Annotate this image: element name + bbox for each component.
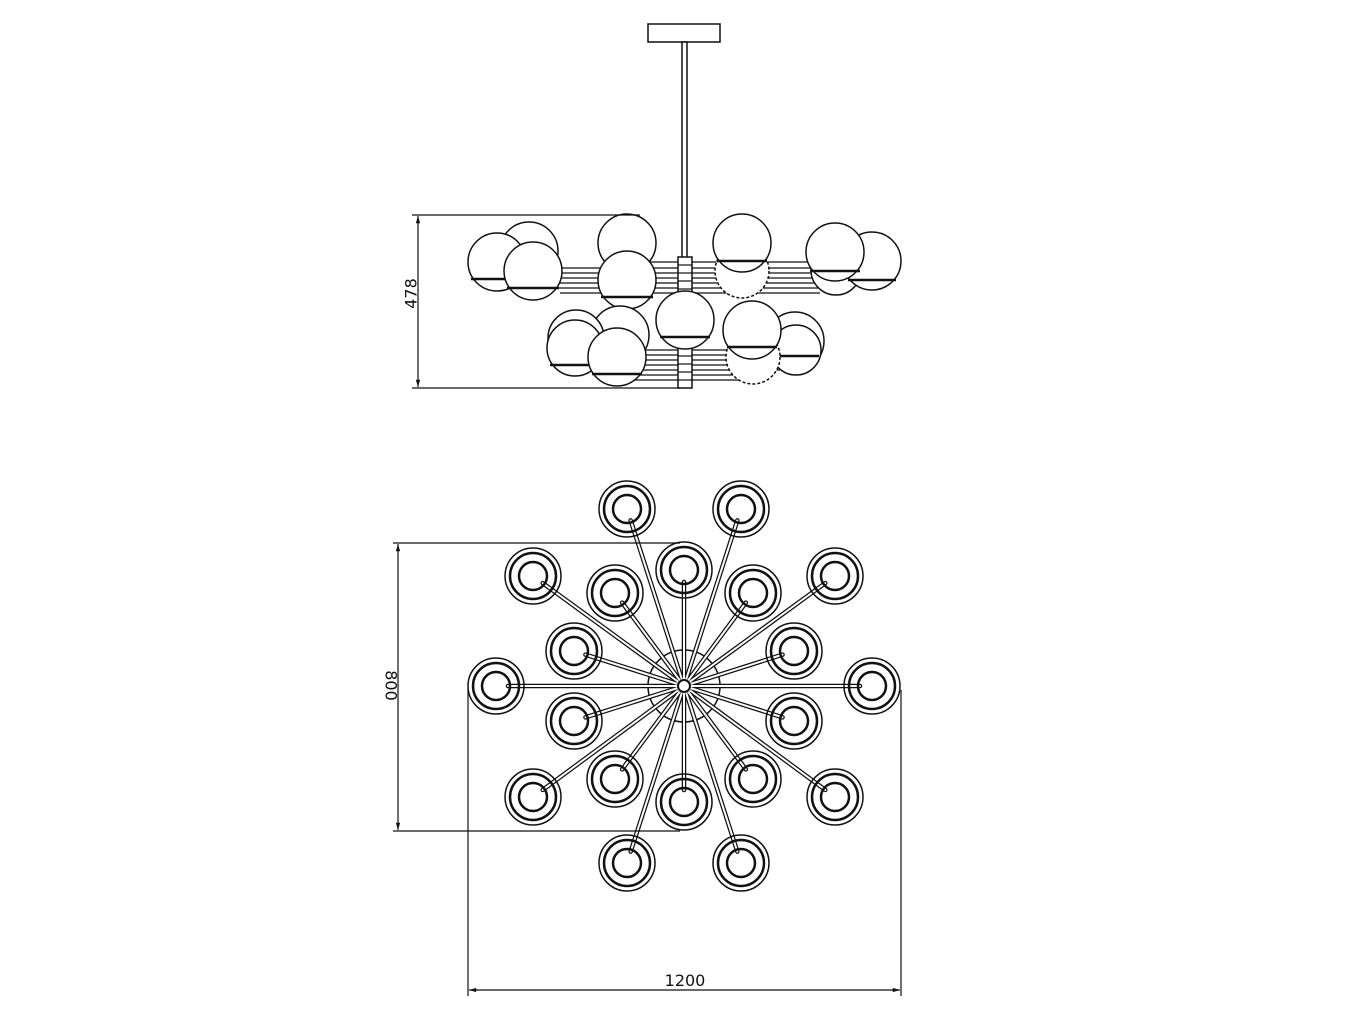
lower-hub (677, 347, 693, 389)
globe (586, 750, 644, 808)
arm (621, 601, 685, 687)
arm (683, 582, 827, 687)
arm (629, 685, 685, 853)
arm (683, 653, 784, 687)
arm (683, 519, 739, 687)
arm (629, 519, 685, 687)
globe (504, 547, 562, 605)
plan-globes (467, 480, 901, 892)
globe (545, 622, 603, 680)
globe (724, 564, 782, 622)
arm (683, 601, 747, 687)
arm (683, 685, 739, 853)
arm (541, 582, 685, 687)
plan-view (393, 480, 902, 996)
globe (545, 692, 603, 750)
arm (541, 685, 685, 791)
globe (655, 541, 713, 599)
depth-dimension-label: 800 (381, 670, 401, 701)
upper-tier-globes (467, 213, 902, 310)
globe (655, 773, 713, 831)
globe (712, 480, 770, 538)
globe (598, 834, 656, 892)
arm (584, 685, 685, 719)
globe (843, 657, 901, 715)
width-dimension-label: 1200 (664, 971, 706, 990)
lower-tier-globes (546, 290, 825, 387)
height-dimension (412, 214, 680, 389)
arm (683, 685, 784, 719)
globe (806, 547, 864, 605)
radial-arms-inner (507, 519, 861, 853)
suspension-rod (681, 41, 688, 259)
globe (598, 480, 656, 538)
globe (724, 750, 782, 808)
height-dimension-label: 478 (401, 278, 421, 309)
globe (467, 657, 525, 715)
globe (712, 834, 770, 892)
arm (621, 685, 685, 771)
globe (806, 768, 864, 826)
ceiling-canopy (647, 23, 721, 43)
depth-dimension (393, 542, 680, 832)
arm (683, 685, 747, 771)
globe (586, 564, 644, 622)
globe (765, 692, 823, 750)
center-hub (677, 679, 691, 693)
globe (504, 768, 562, 826)
arm (683, 685, 827, 791)
arm (584, 653, 685, 687)
width-dimension (467, 690, 902, 996)
globe (765, 622, 823, 680)
side-elevation-view (412, 23, 902, 389)
